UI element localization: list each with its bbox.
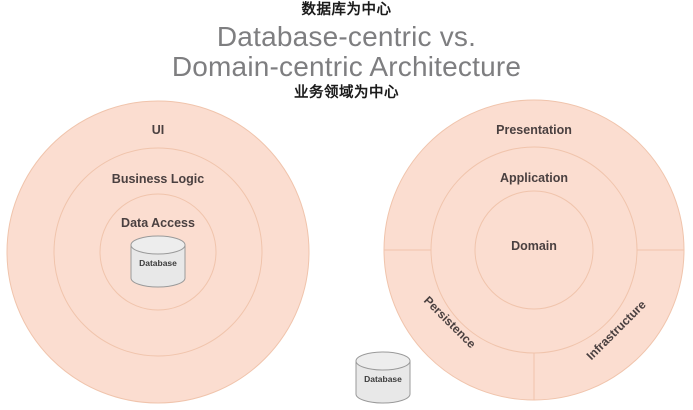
right-label-application: Application	[500, 171, 568, 185]
page-title: Database-centric vs. Domain-centric Arch…	[171, 21, 522, 82]
title-block: 数据库为中心 Database-centric vs. Domain-centr…	[0, 0, 693, 103]
external-database-cylinder[interactable]: Database	[355, 351, 411, 404]
chinese-annotation-domain-centric: 业务领域为中心	[294, 85, 399, 101]
left-architecture-group: UI Business Logic Data Access Database	[6, 100, 310, 404]
left-label-data-access: Data Access	[121, 216, 195, 230]
left-database-cylinder[interactable]: Database	[130, 235, 186, 288]
left-label-business-logic: Business Logic	[112, 172, 204, 186]
right-architecture-group: Presentation Application Domain Persiste…	[383, 99, 685, 401]
right-label-presentation: Presentation	[496, 123, 572, 137]
chinese-annotation-database-centric: 数据库为中心	[301, 2, 392, 18]
external-database-label: Database	[364, 374, 402, 384]
left-database-label: Database	[139, 258, 177, 268]
left-label-ui: UI	[152, 123, 165, 137]
right-ring-domain[interactable]	[474, 190, 594, 310]
right-label-domain: Domain	[511, 239, 557, 253]
